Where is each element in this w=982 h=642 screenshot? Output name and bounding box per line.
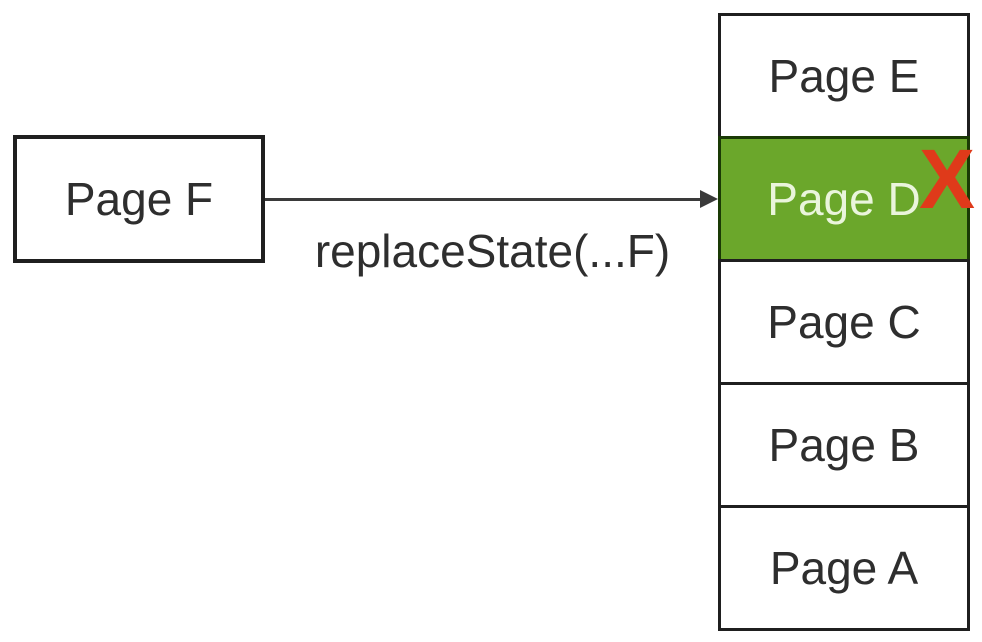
stack-item-page-d: Page D X — [718, 136, 975, 262]
stack-item-label: Page A — [769, 542, 919, 594]
page-f-label: Page F — [64, 173, 214, 225]
stack-item-label: Page D — [767, 173, 921, 225]
stack-item-page-c: Page C — [718, 259, 970, 385]
stack-item-page-a: Page A — [718, 505, 970, 631]
arrow-head-icon — [700, 190, 718, 208]
stack-item-page-e: Page E — [718, 13, 970, 139]
arrow-line — [265, 198, 702, 201]
delete-x-mark: X — [918, 132, 975, 226]
stack-item-label: Page C — [767, 296, 921, 348]
arrow-label: replaceState(...F) — [314, 225, 671, 277]
page-f-box: Page F — [13, 135, 265, 263]
history-stack: Page E Page D X Page C Page B Page A — [718, 13, 975, 631]
stack-item-page-b: Page B — [718, 382, 970, 508]
stack-item-label: Page E — [768, 50, 920, 102]
stack-item-label: Page B — [768, 419, 920, 471]
